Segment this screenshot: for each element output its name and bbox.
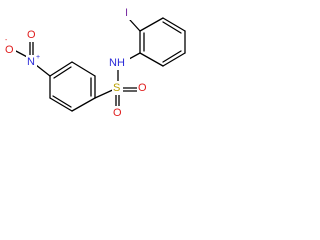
bond-ring2-e: [162, 52, 186, 67]
bonds: [13, 17, 186, 112]
sulfonyl-oxygen-2-label: O: [113, 107, 122, 119]
bond-ring1-d: [49, 97, 73, 112]
nitro-oxygen-1-label: O: [5, 44, 14, 56]
bond-ring2-c: [162, 17, 186, 32]
sulfonyl-oxygen-1-label: O: [138, 82, 147, 94]
bond-ring1-nitro: [35, 64, 51, 77]
nitro-oxygen-1-charge: -: [5, 37, 8, 44]
nitro-nitrogen-label: N: [27, 56, 35, 68]
bond-ring2-iodine: [129, 19, 141, 32]
amide-nitrogen-label: NH: [109, 57, 125, 69]
iodine-atom: I: [123, 6, 133, 20]
bond-ring2-e-inner: [162, 50, 182, 63]
sulfur-label: S: [113, 82, 120, 94]
bond-ring1-c: [71, 97, 96, 112]
sulfonyl-oxygen-2-atom: O: [112, 106, 124, 120]
bond-ring1-f-inner: [53, 66, 72, 79]
sulfonyl-oxygen-1-atom: O: [137, 81, 149, 95]
nitro-nitrogen-atom: N +: [26, 54, 40, 69]
bond-ring1-d-inner: [52, 95, 72, 108]
bond-ring1-a: [71, 61, 96, 77]
bond-ring2-c-inner: [162, 21, 182, 34]
nitro-nitrogen-charge: +: [36, 54, 40, 61]
bond-ring1-f: [49, 61, 73, 77]
sulfur-atom: S: [112, 81, 123, 95]
nitro-oxygen-1-atom: O -: [4, 37, 16, 57]
nitro-oxygen-2-atom: O: [26, 28, 38, 42]
bond-ring2-b: [139, 17, 164, 32]
iodine-label: I: [125, 7, 128, 19]
atom-labels: I NH S O O N + O - O: [4, 6, 149, 120]
nitro-oxygen-2-label: O: [27, 29, 36, 41]
amide-nitrogen-atom: NH: [108, 56, 130, 70]
bond-ring2-f: [139, 52, 164, 67]
chemical-structure: I NH S O O N + O - O: [4, 6, 186, 120]
